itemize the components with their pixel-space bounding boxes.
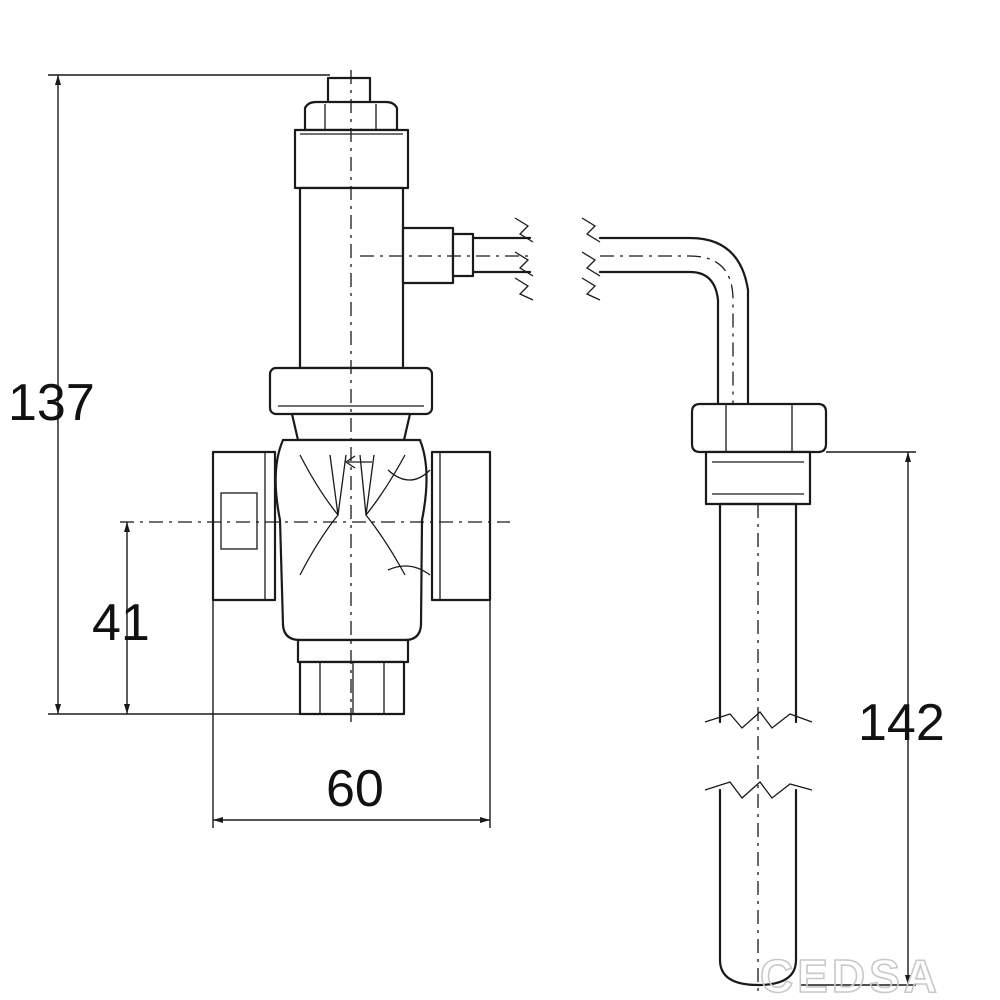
inlet-port — [211, 450, 277, 602]
probe-tube-tip — [718, 788, 798, 987]
capillary-nut — [451, 232, 475, 278]
drain-plug — [298, 660, 406, 716]
watermark: CEDSA — [760, 950, 941, 1000]
drain-plug-collar — [296, 638, 410, 664]
dimension-lines — [48, 74, 916, 986]
dim-label-center-height: 41 — [92, 594, 150, 652]
outlet-port — [430, 450, 492, 602]
flow-arrow-icon — [344, 455, 372, 469]
valve-assembly — [120, 70, 601, 722]
sensor-probe-assembly — [598, 236, 828, 995]
dim-label-total-height: 137 — [8, 374, 95, 432]
probe-hex-nut — [690, 402, 828, 454]
probe-threaded-shank — [704, 450, 812, 506]
dim-label-probe-length: 142 — [858, 694, 945, 752]
dim-label-body-width: 60 — [326, 760, 384, 818]
adjusting-nut — [303, 100, 399, 132]
